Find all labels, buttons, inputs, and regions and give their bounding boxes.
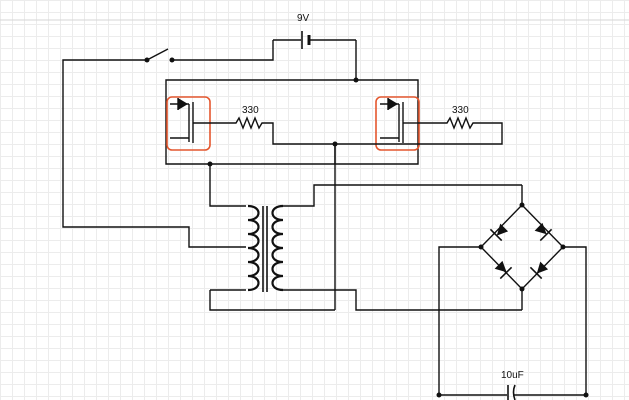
arrow-icon bbox=[388, 98, 398, 110]
wire-switch-battery bbox=[173, 40, 274, 61]
battery[interactable]: 9V bbox=[273, 13, 356, 49]
mosfet-left[interactable] bbox=[166, 96, 211, 151]
switch[interactable] bbox=[128, 48, 175, 63]
diode-icon bbox=[534, 222, 553, 242]
capacitor-label: 10uF bbox=[501, 370, 524, 381]
resistor-right[interactable]: 330 bbox=[335, 105, 503, 145]
resistor-right-label: 330 bbox=[452, 105, 469, 116]
resistor-left-label: 330 bbox=[242, 105, 259, 116]
mosfet-right[interactable] bbox=[375, 96, 420, 151]
diode-icon bbox=[489, 223, 509, 242]
junction-dot bbox=[353, 77, 359, 83]
bridge-rectifier[interactable] bbox=[438, 185, 587, 395]
resistor-left[interactable]: 330 bbox=[210, 105, 336, 164]
capacitor[interactable]: 10uF bbox=[436, 370, 589, 400]
wire-top-rail bbox=[165, 79, 419, 165]
battery-label: 9V bbox=[297, 13, 310, 24]
transformer[interactable] bbox=[207, 161, 523, 311]
wire-left-return bbox=[62, 59, 210, 248]
arrow-icon bbox=[178, 98, 188, 110]
diode-icon bbox=[494, 260, 513, 280]
diode-icon bbox=[529, 261, 549, 280]
